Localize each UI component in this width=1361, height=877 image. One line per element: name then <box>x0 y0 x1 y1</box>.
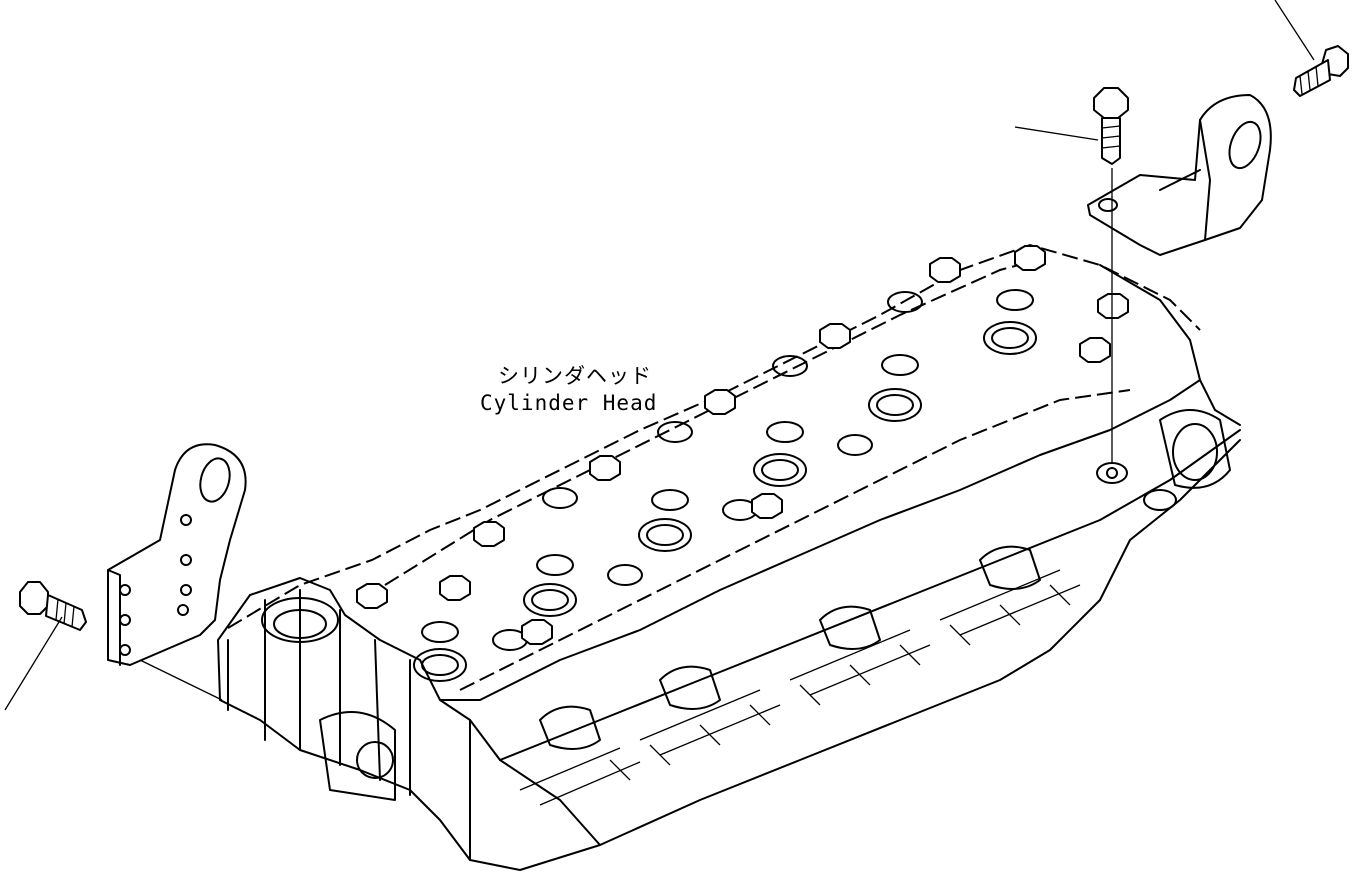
rear-bracket-bolt-vertical <box>1093 87 1129 165</box>
rear-vertical-bolt-callout-line <box>1014 126 1099 141</box>
front-lifting-bracket <box>107 443 247 666</box>
part-label-en: Cylinder Head <box>480 391 658 416</box>
head-bolts <box>356 245 1129 645</box>
rear-lifting-bracket <box>1087 94 1272 256</box>
part-label-jp: シリンダヘッド <box>498 364 652 389</box>
front-bolt-callout-line <box>4 616 63 711</box>
front-bracket-bolt <box>19 581 87 631</box>
rear-horizontal-bolt-callout-line <box>1274 0 1315 61</box>
cylinder-head <box>217 243 1241 871</box>
valve-ports <box>413 289 1037 682</box>
rear-bracket-bolt-horizontal <box>1293 45 1349 97</box>
front-bracket-leader-line <box>139 659 223 701</box>
